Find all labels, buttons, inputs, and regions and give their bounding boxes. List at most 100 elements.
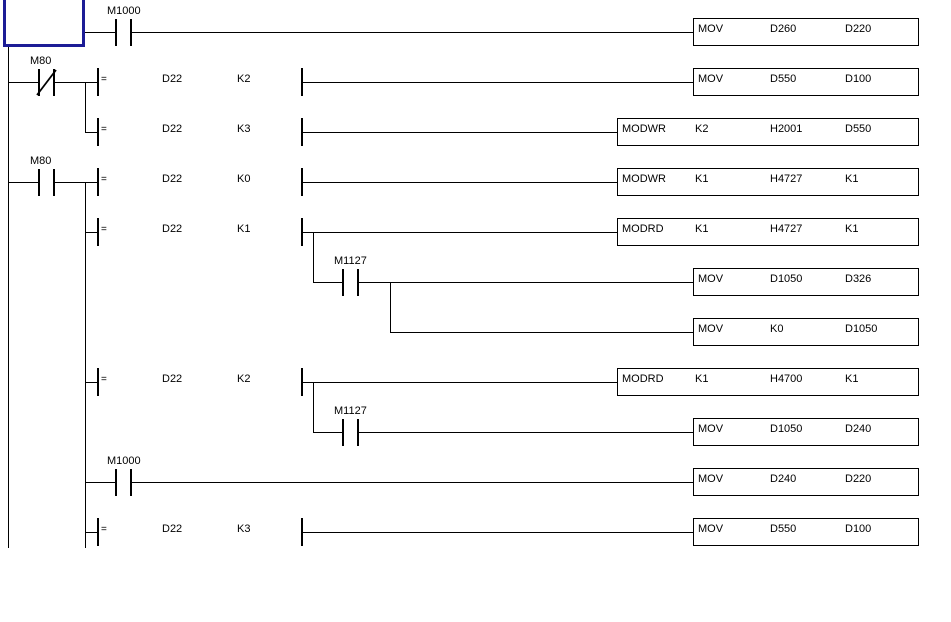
no-contact-right-bar[interactable] — [53, 169, 55, 196]
v-wire — [313, 382, 314, 432]
instruction-operand: K2 — [695, 123, 709, 135]
instruction-box[interactable] — [617, 368, 919, 396]
compare-operator: = — [101, 224, 107, 235]
compare-operand: D22 — [162, 223, 183, 235]
v-wire — [313, 232, 314, 282]
compare-operator: = — [101, 524, 107, 535]
instruction-operand: K1 — [695, 173, 709, 185]
instruction-operand: K0 — [770, 323, 784, 335]
v-wire — [85, 182, 86, 548]
instruction-name: MOV — [698, 423, 724, 435]
no-contact-left-bar[interactable] — [38, 169, 40, 196]
h-wire — [85, 132, 97, 133]
instruction-box[interactable] — [617, 218, 919, 246]
no-contact-left-bar[interactable] — [115, 469, 117, 496]
instruction-box[interactable] — [693, 68, 919, 96]
instruction-name: MOV — [698, 273, 724, 285]
no-contact-left-bar[interactable] — [115, 19, 117, 46]
compare-operand: D22 — [162, 173, 183, 185]
instruction-name: MODRD — [622, 373, 664, 385]
h-wire — [313, 282, 342, 283]
no-contact-left-bar[interactable] — [342, 419, 344, 446]
compare-operand: K3 — [237, 123, 251, 135]
instruction-box[interactable] — [693, 18, 919, 46]
compare-contact-right-bar[interactable] — [301, 518, 303, 546]
instruction-name: MOV — [698, 523, 724, 535]
h-wire — [303, 382, 617, 383]
nc-contact-left-bar[interactable] — [38, 69, 40, 96]
instruction-operand: K1 — [695, 223, 709, 235]
instruction-operand: K1 — [845, 223, 859, 235]
h-wire — [303, 232, 617, 233]
h-wire — [8, 182, 38, 183]
h-wire — [313, 432, 342, 433]
instruction-operand: H4727 — [770, 223, 803, 235]
compare-contact-left-bar[interactable] — [97, 368, 99, 396]
instruction-name: MODWR — [622, 173, 666, 185]
v-wire — [390, 282, 391, 332]
h-wire — [55, 182, 97, 183]
compare-contact-left-bar[interactable] — [97, 168, 99, 196]
no-contact-right-bar[interactable] — [357, 269, 359, 296]
instruction-operand: H2001 — [770, 123, 803, 135]
compare-contact-right-bar[interactable] — [301, 168, 303, 196]
compare-operand: K3 — [237, 523, 251, 535]
h-wire — [131, 482, 693, 483]
h-wire — [303, 182, 617, 183]
compare-contact-left-bar[interactable] — [97, 118, 99, 146]
instruction-box[interactable] — [693, 518, 919, 546]
instruction-operand: D240 — [770, 473, 797, 485]
compare-contact-left-bar[interactable] — [97, 518, 99, 546]
compare-operand: D22 — [162, 73, 183, 85]
instruction-operand: D326 — [845, 273, 872, 285]
instruction-name: MOV — [698, 73, 724, 85]
compare-contact-left-bar[interactable] — [97, 218, 99, 246]
compare-operator: = — [101, 74, 107, 85]
compare-operand: D22 — [162, 373, 183, 385]
no-contact-left-bar[interactable] — [342, 269, 344, 296]
instruction-name: MOV — [698, 473, 724, 485]
instruction-name: MODWR — [622, 123, 666, 135]
compare-contact-right-bar[interactable] — [301, 368, 303, 396]
no-contact-right-bar[interactable] — [357, 419, 359, 446]
instruction-box[interactable] — [617, 118, 919, 146]
h-wire — [85, 32, 115, 33]
h-wire — [390, 332, 693, 333]
compare-contact-right-bar[interactable] — [301, 68, 303, 96]
instruction-box[interactable] — [693, 468, 919, 496]
contact-label: M1000 — [107, 5, 141, 17]
instruction-box[interactable] — [617, 168, 919, 196]
instruction-box[interactable] — [693, 418, 919, 446]
selection-cursor[interactable] — [3, 0, 85, 47]
v-wire — [85, 82, 86, 132]
h-wire — [85, 532, 97, 533]
instruction-operand: D1050 — [845, 323, 878, 335]
compare-operand: K2 — [237, 373, 251, 385]
no-contact-right-bar[interactable] — [130, 19, 132, 46]
h-wire — [303, 82, 693, 83]
instruction-box[interactable] — [693, 268, 919, 296]
instruction-operand: D100 — [845, 73, 872, 85]
instruction-operand: D1050 — [770, 273, 803, 285]
compare-contact-right-bar[interactable] — [301, 118, 303, 146]
h-wire — [8, 82, 38, 83]
nc-contact-right-bar[interactable] — [53, 69, 55, 96]
instruction-operand: H4700 — [770, 373, 803, 385]
instruction-operand: D550 — [845, 123, 872, 135]
h-wire — [359, 282, 693, 283]
instruction-box[interactable] — [693, 318, 919, 346]
compare-operand: K1 — [237, 223, 251, 235]
compare-operand: K0 — [237, 173, 251, 185]
compare-contact-left-bar[interactable] — [97, 68, 99, 96]
instruction-operand: K1 — [845, 173, 859, 185]
h-wire — [85, 382, 97, 383]
instruction-name: MOV — [698, 23, 724, 35]
instruction-operand: D550 — [770, 523, 797, 535]
compare-operand: D22 — [162, 523, 183, 535]
no-contact-right-bar[interactable] — [130, 469, 132, 496]
h-wire — [303, 532, 693, 533]
compare-contact-right-bar[interactable] — [301, 218, 303, 246]
instruction-operand: K1 — [845, 373, 859, 385]
instruction-operand: D1050 — [770, 423, 803, 435]
contact-label: M1127 — [334, 255, 367, 267]
